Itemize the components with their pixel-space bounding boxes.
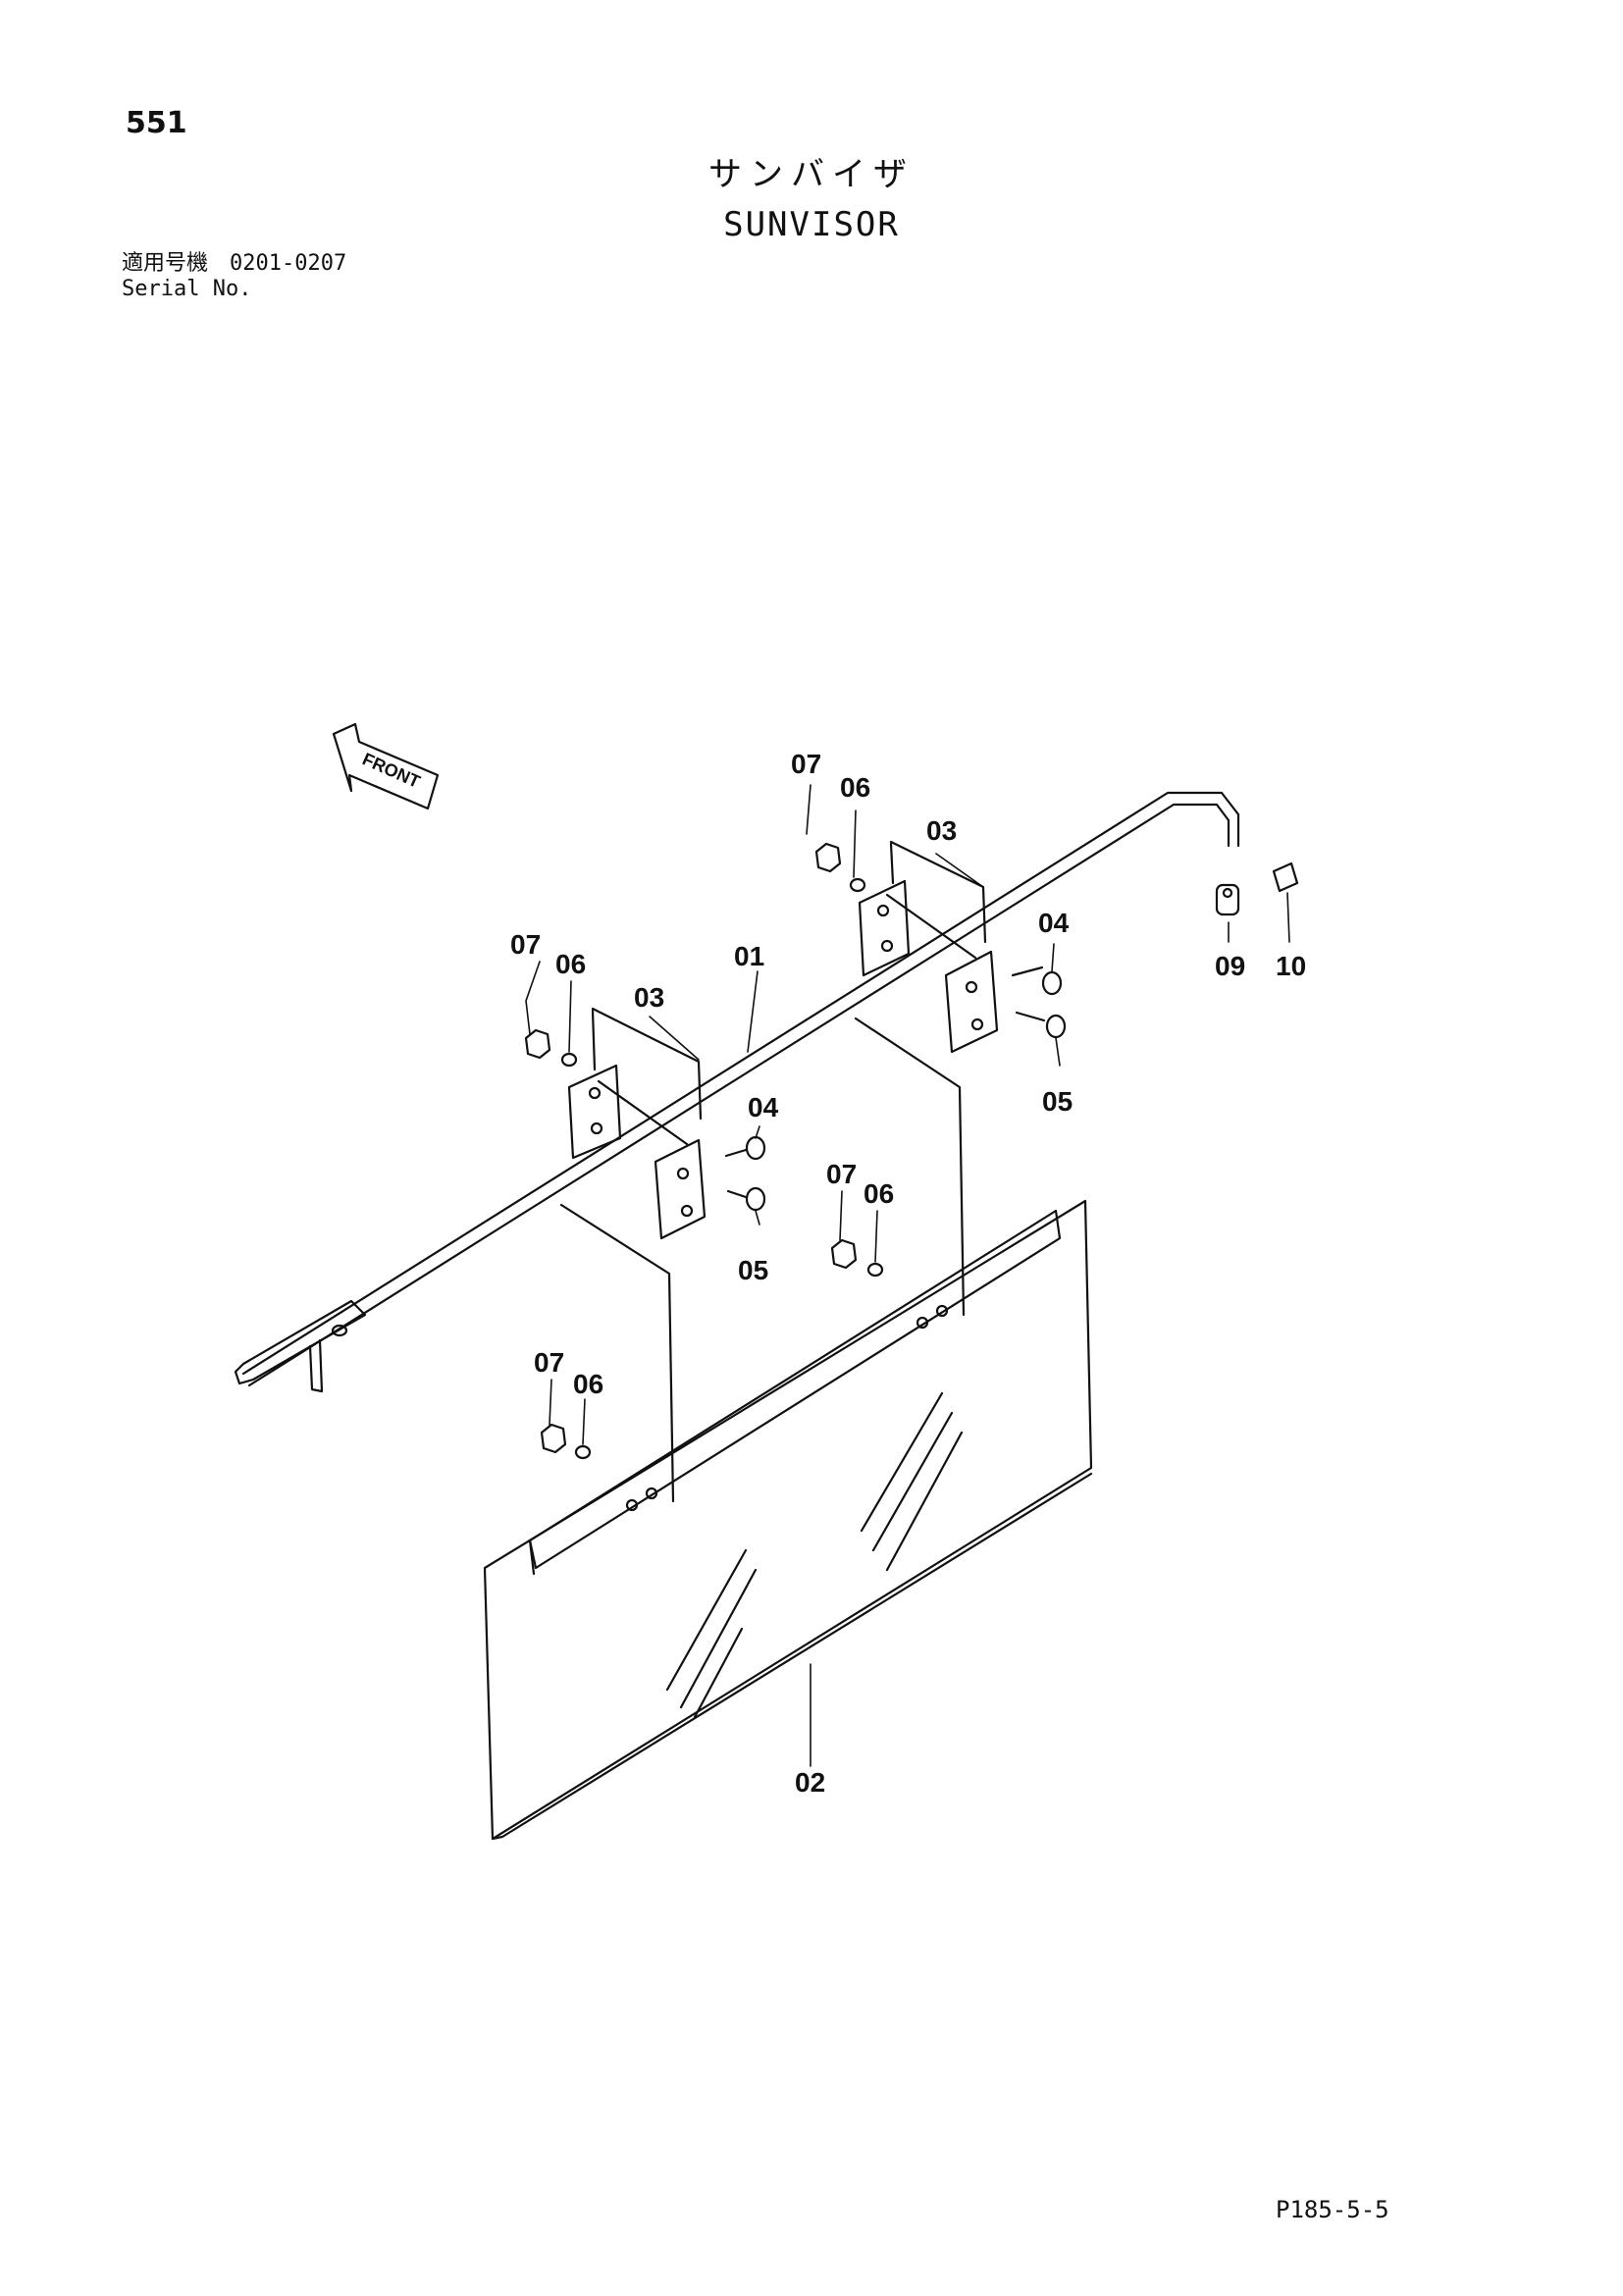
hinge-bracket-right [858,840,999,1054]
title-japanese: サンバイザ [708,155,915,194]
callout-screw-a-left: 04 [748,1092,779,1122]
callout-collar: 09 [1215,951,1245,981]
screw-05-right [1015,1011,1067,1039]
serial-range: 0201-0207 [230,251,347,276]
front-arrow-icon [332,722,440,810]
callout-washer-lower-mid: 06 [864,1178,894,1209]
callout-screw-a-right: 04 [1038,908,1070,938]
callout-washer-upper-right: 06 [840,772,870,803]
nut-lower-left [540,1423,567,1454]
title-block: サンバイザ SUNVISOR [0,147,1623,244]
callout-nut-lower-mid: 07 [826,1159,857,1189]
page-number: 551 [126,106,187,140]
callout-cap: 10 [1276,951,1306,981]
collar-part [1215,883,1240,916]
nut-lower-mid [830,1238,858,1270]
callout-washer-upper-left: 06 [555,949,586,979]
washer-upper-left [560,1052,578,1068]
callout-nut-lower-left: 07 [534,1347,564,1378]
washer-lower-left [574,1444,592,1460]
serial-label-jp: 適用号機 [122,251,209,276]
callout-rod: 01 [734,941,764,971]
callout-bracket-left: 03 [634,982,664,1013]
screw-04-left [724,1135,766,1161]
washer-upper-right [849,877,866,893]
rod-part [234,791,1240,1393]
nut-upper-right [814,842,842,873]
serial-info: 適用号機 0201-0207 Serial No. [122,251,346,302]
washer-lower-mid [866,1262,884,1278]
callout-nut-upper-left: 07 [510,929,541,960]
serial-label-en: Serial No. [122,277,252,301]
screw-04-right [1011,965,1063,996]
callout-nut-upper-right: 07 [791,749,821,779]
reference-code: P185-5-5 [1276,2196,1389,2223]
callout-bracket-right: 03 [926,815,957,846]
callout-washer-lower-left: 06 [573,1369,603,1399]
visor-panel [483,1199,1093,1841]
callout-screw-b-left: 05 [738,1255,768,1285]
cap-part [1272,861,1299,893]
callout-screw-b-right: 05 [1042,1086,1073,1117]
title-english: SUNVISOR [723,205,900,244]
screw-05-left [726,1186,766,1212]
nut-upper-left [524,1028,551,1060]
hinge-bracket-left [567,1007,707,1240]
callout-visor: 02 [795,1767,825,1798]
